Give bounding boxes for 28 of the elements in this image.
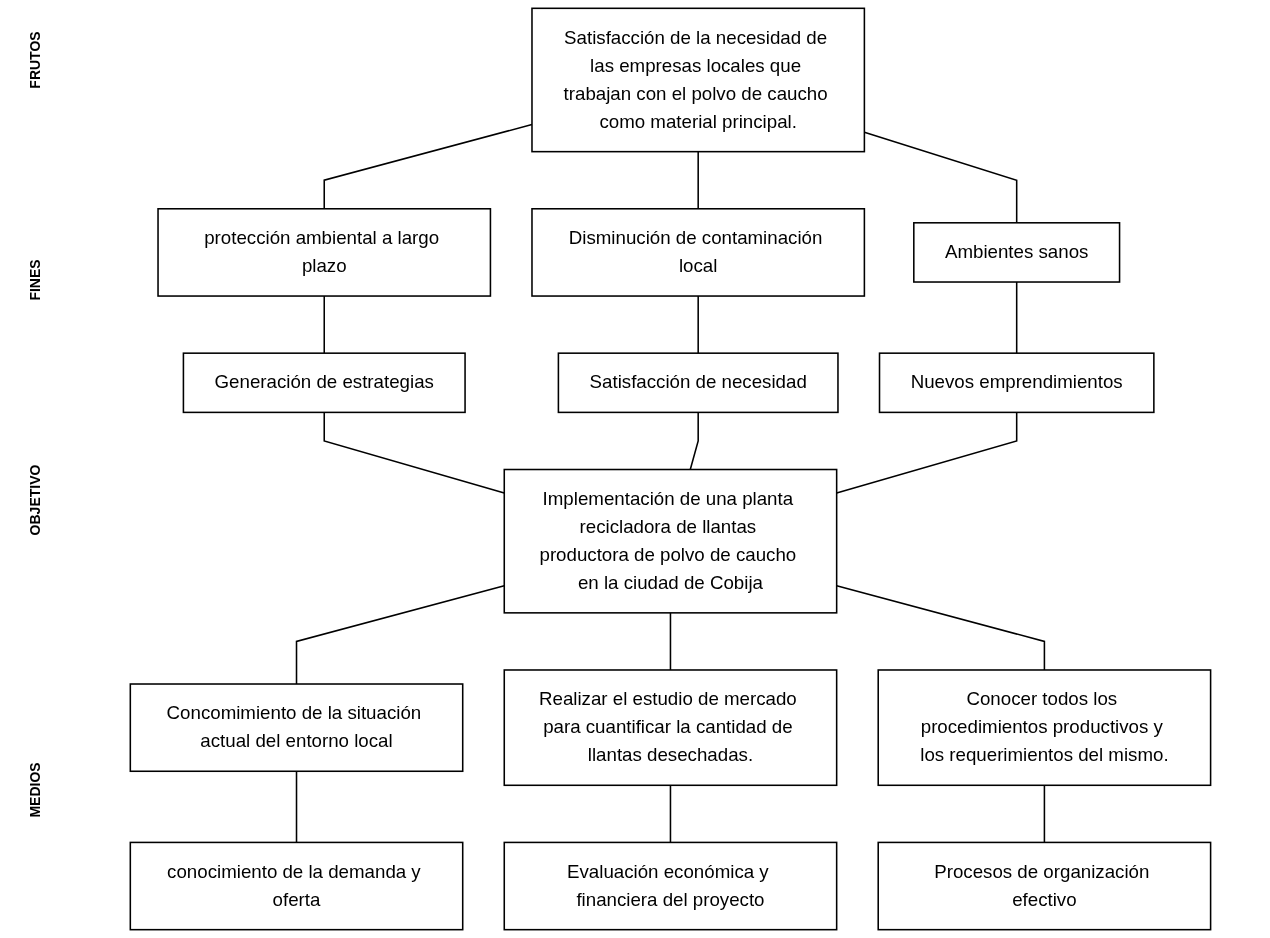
connector bbox=[1043, 784, 1045, 844]
connector bbox=[295, 770, 297, 844]
node-box: conocimiento de la demanda y oferta bbox=[129, 841, 463, 931]
section-label: OBJETIVO bbox=[27, 464, 43, 536]
node-box: Evaluación económica y financiera del proyecto bbox=[503, 841, 837, 931]
connector bbox=[689, 411, 699, 471]
node-box: Nuevos emprendimientos bbox=[878, 352, 1155, 414]
node-box: Disminución de contaminación local bbox=[530, 208, 865, 297]
connector bbox=[669, 784, 671, 844]
section-label: FRUTOS bbox=[27, 31, 43, 89]
node-box: Procesos de organización efectivo bbox=[876, 841, 1211, 931]
connector bbox=[696, 150, 699, 210]
connector bbox=[323, 295, 325, 354]
node-box: Realizar el estudio de mercado para cuantificar la cantidad de llantas desechadas. bbox=[503, 669, 837, 787]
section-label: FINES bbox=[27, 259, 43, 301]
connector bbox=[696, 295, 699, 354]
node-box: Ambientes sanos bbox=[912, 222, 1120, 283]
node-box: protección ambiental a largo plazo bbox=[156, 208, 491, 297]
connector bbox=[1015, 281, 1017, 354]
node-box: Satisfacción de necesidad bbox=[557, 352, 839, 414]
node-box: Concomimiento de la situación actual del entorno local bbox=[129, 683, 463, 773]
node-box: Satisfacción de la necesidad de las empresas locales que trabajan con el polvo de caucho como material principal. bbox=[530, 7, 865, 153]
connector bbox=[863, 131, 1017, 224]
section-label: MEDIOS bbox=[27, 762, 43, 818]
connector bbox=[669, 612, 671, 671]
node-box: Conocer todos los procedimientos productivos y los requerimientos del mismo. bbox=[876, 669, 1211, 787]
node-box: Generación de estrategias bbox=[182, 352, 466, 414]
node-box: Implementación de una planta recicladora de llantas productora de polvo de caucho en la ciudad de Cobija bbox=[503, 468, 837, 614]
